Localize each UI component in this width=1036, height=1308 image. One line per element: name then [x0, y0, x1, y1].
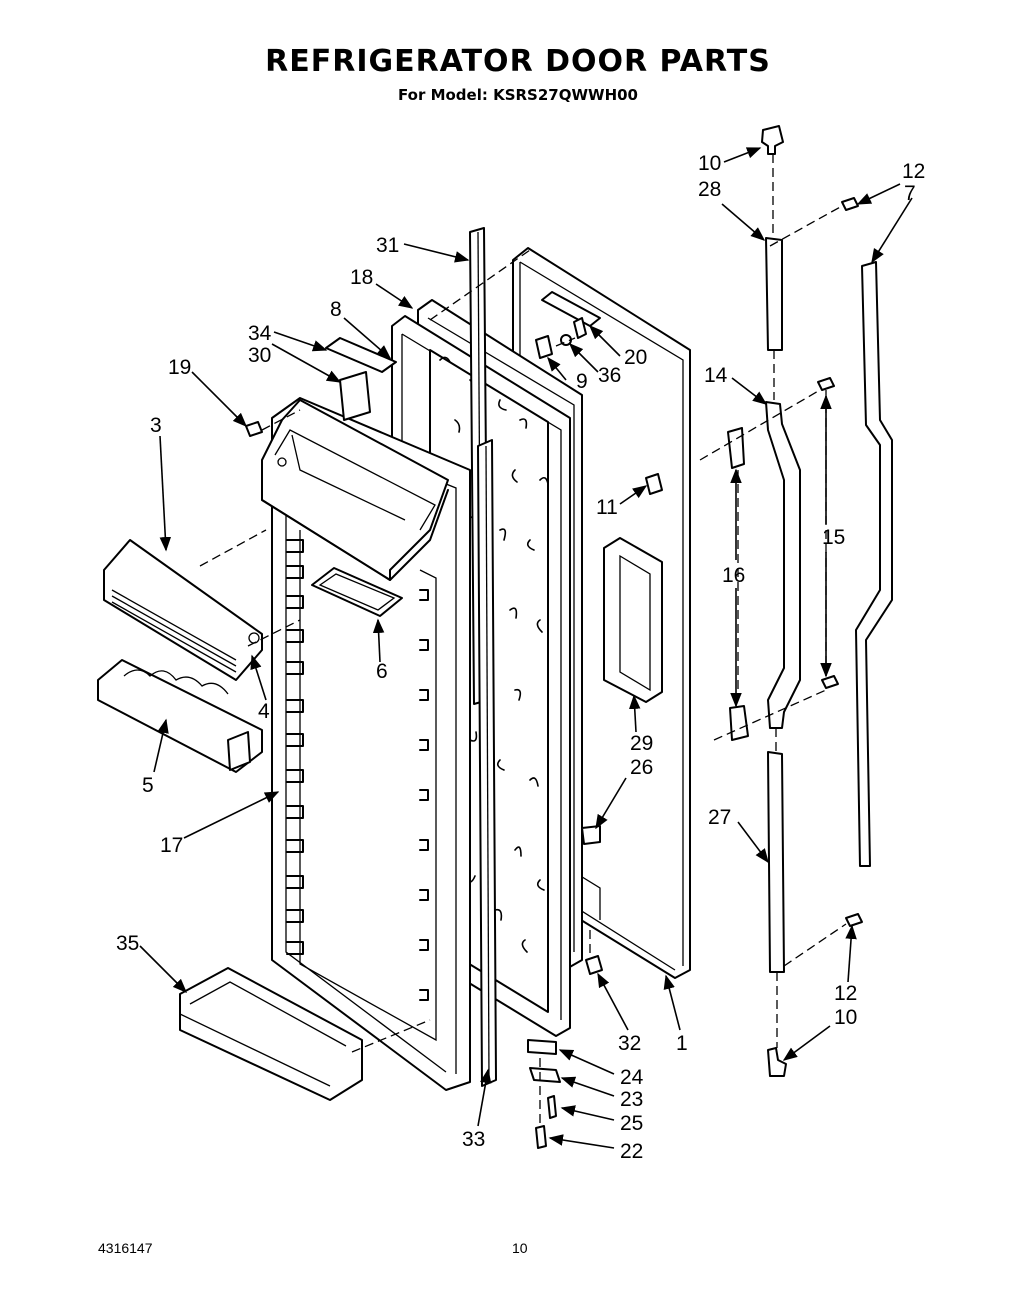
egg-shelf — [97, 659, 263, 773]
callout-labels: 10 28 12 7 31 18 8 34 30 19 3 20 36 9 14… — [116, 152, 925, 1163]
small-parts — [245, 291, 663, 1149]
liner-ribs — [286, 539, 429, 1001]
callout-leaders — [139, 147, 913, 1149]
callout-33: 33 — [462, 1128, 485, 1151]
model-subtitle: For Model: KSRS27QWWH00 — [398, 86, 638, 104]
callout-16: 16 — [722, 564, 745, 587]
callout-17: 17 — [160, 834, 183, 857]
door-bin — [179, 967, 363, 1101]
callout-23: 23 — [620, 1088, 643, 1111]
long-handle-trim — [855, 261, 893, 867]
callout-10-bottom: 10 — [834, 1006, 857, 1029]
callout-30: 30 — [248, 344, 271, 367]
callout-15: 15 — [822, 526, 845, 549]
callout-36: 36 — [598, 364, 621, 387]
callout-25: 25 — [620, 1112, 643, 1135]
document-number: 4316147 — [98, 1240, 153, 1256]
callout-19: 19 — [168, 356, 191, 379]
top-cap-strip — [325, 337, 397, 421]
callout-3: 3 — [150, 414, 162, 437]
callout-4: 4 — [258, 700, 270, 723]
handle-assembly — [699, 125, 863, 1077]
foam-block — [603, 537, 663, 703]
callout-10-top: 10 — [698, 152, 721, 175]
callout-26: 26 — [630, 756, 653, 779]
callout-22: 22 — [620, 1140, 643, 1163]
callout-11: 11 — [596, 496, 618, 519]
callout-32: 32 — [618, 1032, 641, 1055]
callout-5: 5 — [142, 774, 154, 797]
callout-34: 34 — [248, 322, 272, 345]
callout-27: 27 — [708, 806, 731, 829]
callout-6: 6 — [376, 660, 388, 683]
callout-20: 20 — [624, 346, 647, 369]
dispenser-housing — [261, 399, 449, 581]
callout-14: 14 — [704, 364, 728, 387]
callout-12-bottom: 12 — [834, 982, 857, 1005]
callout-18: 18 — [350, 266, 373, 289]
callout-35: 35 — [116, 932, 139, 955]
callout-1: 1 — [676, 1032, 688, 1055]
callout-29: 29 — [630, 732, 653, 755]
callout-12-top: 12 — [902, 160, 925, 183]
callout-31: 31 — [376, 234, 399, 257]
callout-8: 8 — [330, 298, 342, 321]
drip-tray — [311, 567, 403, 617]
dispenser-cover — [103, 539, 263, 681]
door-gasket-strip — [477, 439, 497, 1087]
callout-28: 28 — [698, 178, 721, 201]
callout-7: 7 — [904, 182, 916, 205]
callout-9: 9 — [576, 370, 588, 393]
assembly-lines — [199, 249, 591, 1128]
page-title: REFRIGERATOR DOOR PARTS — [265, 44, 771, 79]
page-number: 10 — [512, 1240, 528, 1256]
callout-24: 24 — [620, 1066, 644, 1089]
